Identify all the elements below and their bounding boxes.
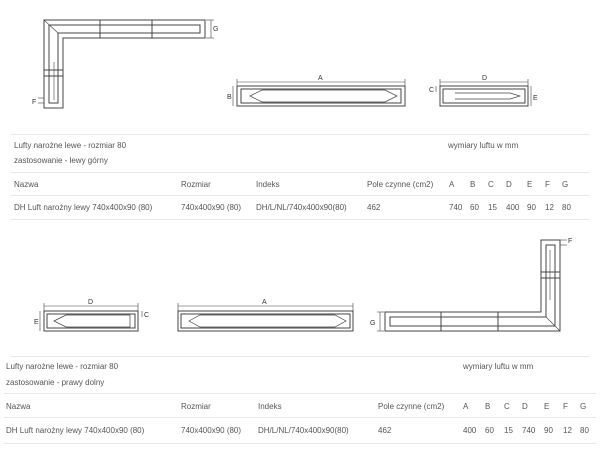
header-b: B: [485, 402, 491, 411]
cell-d: 400: [506, 203, 520, 212]
cell-b: 60: [485, 426, 494, 435]
cell-g: 80: [562, 203, 571, 212]
dim-label-b-top: B: [227, 94, 232, 101]
cell-active-area: 462: [367, 203, 381, 212]
header-f: F: [563, 402, 568, 411]
header-f: F: [545, 180, 550, 189]
dim-label-a-top: A: [318, 75, 323, 82]
divider: [4, 443, 596, 444]
dim-label-c-bottom: C: [144, 312, 149, 319]
dim-label-c-top: C: [429, 87, 434, 94]
header-b: B: [470, 180, 476, 189]
cell-b: 60: [470, 203, 479, 212]
cell-e: 90: [527, 203, 536, 212]
divider: [4, 417, 596, 418]
cell-e: 90: [544, 426, 553, 435]
cell-index: DH/L/NL/740x400x90(80): [258, 426, 349, 435]
cell-d: 740: [522, 426, 536, 435]
header-e: E: [527, 180, 533, 189]
dim-label-g-top: G: [213, 26, 218, 33]
header-name: Nazwa: [14, 180, 39, 189]
dim-label-d-top: D: [482, 75, 487, 82]
dim-label-e-top: E: [533, 95, 538, 102]
vent-side-view-d: [435, 79, 532, 107]
header-active-area: Pole czynne (cm2): [378, 402, 445, 411]
header-active-area: Pole czynne (cm2): [367, 180, 434, 189]
header-index: Indeks: [258, 402, 282, 411]
header-name: Nazwa: [6, 402, 31, 411]
cell-a: 740: [449, 203, 463, 212]
header-d: D: [506, 180, 512, 189]
header-e: E: [544, 402, 550, 411]
corner-vent-drawing-bottom-right: [377, 239, 567, 332]
dim-label-f-top: F: [32, 99, 36, 106]
section-usage: zastosowanie - prawy dolny: [6, 378, 105, 387]
section-title: Lufty narożne lewe - rozmiar 80: [6, 362, 119, 371]
divider: [10, 356, 590, 357]
cell-f: 12: [563, 426, 572, 435]
cell-f: 12: [545, 203, 554, 212]
corner-vent-drawing-top-left: [38, 19, 214, 109]
cell-name: DH Luft narożny lewy 740x400x90 (80): [6, 426, 145, 435]
vent-front-view-bottom-a: [177, 303, 354, 332]
cell-active-area: 462: [378, 426, 392, 435]
dim-label-e-bottom: E: [34, 319, 39, 326]
cell-name: DH Luft narożny lewy 740x400x90 (80): [14, 203, 153, 212]
header-d: D: [522, 402, 528, 411]
cell-size: 740x400x90 (80): [181, 426, 242, 435]
divider: [10, 134, 590, 135]
dim-label-f-bottom: F: [568, 238, 572, 245]
header-g: G: [580, 402, 587, 411]
vent-front-view-a: [232, 79, 406, 107]
dimensions-caption: wymiary luftu w mm: [448, 141, 519, 150]
header-a: A: [449, 180, 455, 189]
header-index: Indeks: [256, 180, 280, 189]
header-g: G: [562, 180, 569, 189]
divider: [10, 219, 590, 220]
vent-side-view-bottom-d: [39, 303, 143, 332]
header-c: C: [488, 180, 494, 189]
dim-label-g-bottom: G: [370, 320, 375, 327]
cell-size: 740x400x90 (80): [181, 203, 242, 212]
section-title: Lufty narożne lewe - rozmiar 80: [14, 141, 127, 150]
divider: [10, 172, 590, 173]
header-c: C: [504, 402, 510, 411]
divider: [10, 195, 590, 196]
cell-g: 80: [580, 426, 589, 435]
cell-c: 15: [488, 203, 497, 212]
cell-index: DH/L/NL/740x400x90(80): [256, 203, 347, 212]
dimensions-caption: wymiary luftu w mm: [463, 362, 534, 371]
header-size: Rozmiar: [181, 180, 211, 189]
cell-a: 400: [463, 426, 477, 435]
dim-label-d-bottom: D: [88, 299, 93, 306]
header-a: A: [463, 402, 469, 411]
cell-c: 15: [504, 426, 513, 435]
dim-label-a-bottom: A: [262, 299, 267, 306]
section-usage: zastosowanie - lewy górny: [14, 156, 108, 165]
divider: [4, 393, 596, 394]
header-size: Rozmiar: [181, 402, 211, 411]
